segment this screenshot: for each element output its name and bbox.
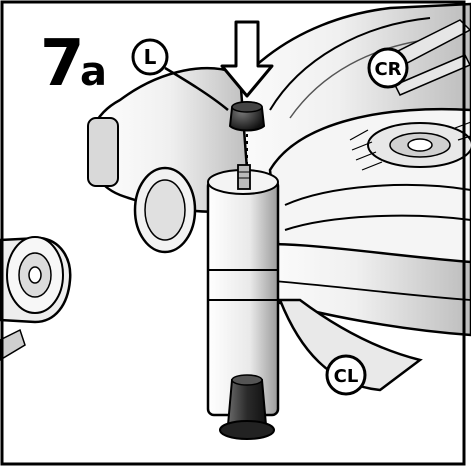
left-housing [87,66,252,254]
callout-cap-leader [164,66,229,111]
callout-lower-part-label: CL [334,366,359,387]
rubber-foot [219,374,275,440]
callout-upper-part: CR [367,47,409,89]
lower-arm [238,242,471,392]
callout-cap-label: L [144,45,157,69]
cap-nut [228,101,266,132]
down-arrow-icon [220,20,274,98]
callout-cap: L [131,38,229,111]
step-number: 7 [40,27,85,101]
left-wheel [0,236,72,361]
step-letter: a [80,49,107,95]
callout-upper-part-label: CR [374,59,401,80]
callout-lower-part: CL [325,354,367,396]
